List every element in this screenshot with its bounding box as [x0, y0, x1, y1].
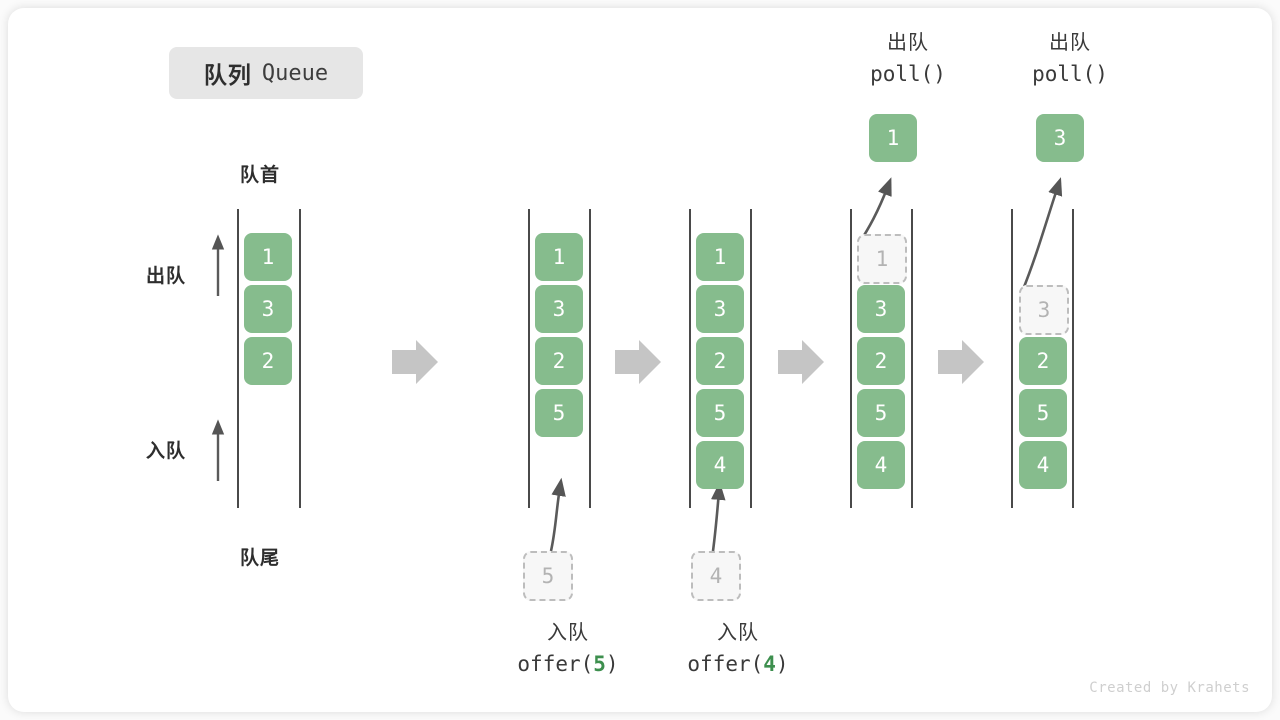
cell-col2-1: 3	[535, 285, 583, 333]
cell-col3-4: 4	[696, 441, 744, 489]
cell-col4-1: 2	[857, 337, 905, 385]
cell-col2-2: 2	[535, 337, 583, 385]
ghost-cell-offer-4: 4	[691, 551, 741, 601]
transition-arrow-2	[615, 340, 661, 384]
enqueue-label: 入队	[146, 441, 187, 462]
queue-tail-label: 队尾	[240, 548, 281, 569]
watermark: Created by Krahets	[1089, 680, 1250, 696]
caption-poll-1-fn: poll(	[870, 62, 934, 86]
caption-offer-5-close: )	[605, 652, 619, 676]
ghost-cell-offer-5: 5	[523, 551, 573, 601]
transition-arrow-1	[392, 340, 438, 384]
caption-poll-1: 出队 poll()	[813, 28, 1003, 90]
cell-col1-0: 1	[244, 233, 292, 281]
poll-3-arrow	[1020, 177, 1063, 293]
cell-col3-3: 5	[696, 389, 744, 437]
cell-col5-2: 4	[1019, 441, 1067, 489]
caption-poll-3-cn: 出队	[1049, 32, 1091, 54]
offer-5-arrow	[549, 477, 566, 552]
cell-col4-0: 3	[857, 285, 905, 333]
queue-head-label: 队首	[240, 165, 281, 186]
caption-offer-5-cn: 入队	[547, 622, 589, 644]
transition-arrow-4	[938, 340, 984, 384]
popped-cell-poll-1: 1	[869, 114, 917, 162]
cell-col1-2: 2	[244, 337, 292, 385]
cell-col1-1: 3	[244, 285, 292, 333]
caption-offer-5: 入队 offer(5)	[473, 618, 663, 680]
cell-col3-0: 1	[696, 233, 744, 281]
ghost-cell-poll-1: 1	[857, 234, 907, 284]
cell-col5-1: 5	[1019, 389, 1067, 437]
popped-cell-poll-3: 3	[1036, 114, 1084, 162]
caption-offer-4-fn: offer(	[687, 652, 764, 676]
title-badge: 队列 Queue	[169, 47, 363, 99]
caption-poll-3-fn: poll(	[1032, 62, 1096, 86]
caption-offer-4-code: offer(4)	[643, 648, 833, 680]
caption-offer-5-code: offer(5)	[473, 648, 663, 680]
caption-offer-4-cn: 入队	[717, 622, 759, 644]
caption-offer-4: 入队 offer(4)	[643, 618, 833, 680]
caption-offer-4-arg: 4	[763, 652, 776, 676]
caption-poll-1-code: poll()	[813, 58, 1003, 90]
cell-col2-0: 1	[535, 233, 583, 281]
caption-poll-3: 出队 poll()	[975, 28, 1165, 90]
caption-poll-3-code: poll()	[975, 58, 1165, 90]
caption-poll-1-cn: 出队	[887, 32, 929, 54]
dequeue-label: 出队	[146, 266, 187, 287]
caption-offer-5-fn: offer(	[517, 652, 594, 676]
cell-col3-1: 3	[696, 285, 744, 333]
caption-offer-4-close: )	[775, 652, 789, 676]
caption-poll-3-close: )	[1095, 62, 1108, 86]
caption-poll-1-close: )	[933, 62, 946, 86]
offer-4-arrow	[711, 481, 726, 552]
cell-col3-2: 2	[696, 337, 744, 385]
transition-arrow-3	[778, 340, 824, 384]
caption-offer-5-arg: 5	[593, 652, 606, 676]
cell-col5-0: 2	[1019, 337, 1067, 385]
cell-col2-3: 5	[535, 389, 583, 437]
title-cn: 队列	[203, 62, 252, 88]
ghost-cell-poll-3: 3	[1019, 285, 1069, 335]
title-en: Queue	[261, 60, 329, 86]
cell-col4-3: 4	[857, 441, 905, 489]
cell-col4-2: 5	[857, 389, 905, 437]
